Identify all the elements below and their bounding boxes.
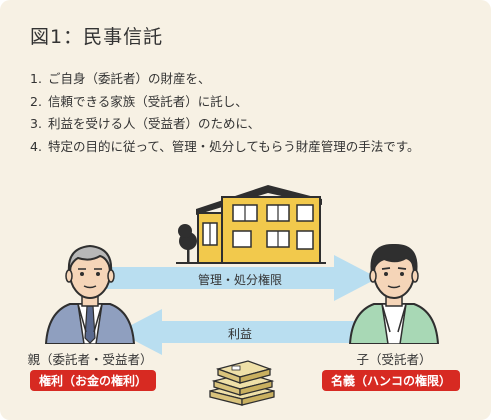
money-bundle-icon (209, 360, 275, 406)
step-number: 2. (30, 93, 42, 109)
step-text: 信頼できる家族（受託者）に託し、 (48, 93, 248, 109)
rights-arrow (88, 255, 378, 301)
child-figure-icon (348, 243, 440, 344)
list-item: 3. 利益を受ける人（受益者）のために、 (30, 113, 420, 136)
list-item: 2. 信頼できる家族（受託者）に託し、 (30, 91, 420, 114)
benefit-arrow (118, 309, 380, 355)
parent-rights-badge: 権利（お金の権利） (30, 370, 157, 391)
list-item: 4. 特定の目的に従って、管理・処分してもらう財産管理の手法です。 (30, 136, 420, 159)
parent-figure-icon (44, 244, 136, 344)
step-list: 1. ご自身（委託者）の財産を、 2. 信頼できる家族（受託者）に託し、 3. 利益を… (30, 68, 420, 158)
step-text: ご自身（委託者）の財産を、 (48, 71, 211, 86)
step-number: 3. (30, 116, 42, 131)
parent-label: 親（委託者・受益者） (27, 352, 153, 367)
step-number: 4. (30, 138, 42, 154)
rights-arrow-label: 管理・処分権限 (197, 273, 282, 287)
step-text: 特定の目的に従って、管理・処分してもらう財産管理の手法です。 (48, 138, 420, 154)
benefit-arrow-label: 利益 (227, 327, 252, 341)
list-item: 1. ご自身（委託者）の財産を、 (30, 68, 420, 91)
figure-title: 図1：民事信託 (30, 26, 164, 48)
child-label: 子（受託者） (356, 352, 432, 367)
step-text: 利益を受ける人（受益者）のために、 (48, 116, 261, 131)
house-icon (176, 185, 326, 264)
child-name-badge: 名義（ハンコの権限） (322, 370, 461, 391)
step-number: 1. (30, 71, 42, 86)
